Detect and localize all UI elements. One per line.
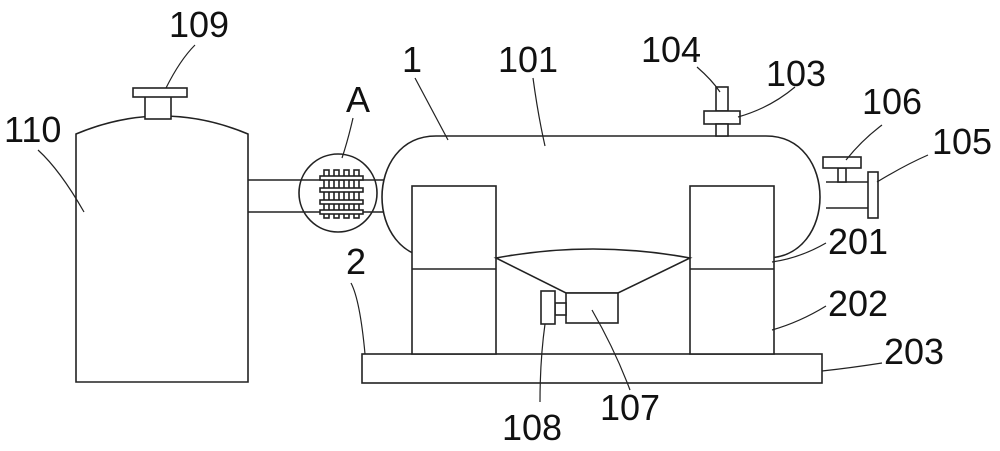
outlet-pipe-105	[826, 171, 879, 219]
label-104: 104	[641, 29, 701, 70]
top-fitting-109	[132, 87, 188, 120]
label-1: 1	[402, 39, 422, 80]
label-107: 107	[600, 387, 660, 428]
valve-108	[540, 290, 556, 325]
label-105: 105	[932, 121, 992, 162]
pump-107	[554, 292, 619, 324]
detail-circle-a	[298, 153, 378, 233]
vertical-tank-110	[75, 115, 249, 383]
label-201: 201	[828, 221, 888, 262]
label-103: 103	[766, 53, 826, 94]
outlet-valve-106	[822, 156, 862, 183]
label-2: 2	[346, 241, 366, 282]
support-right-201-202	[689, 185, 775, 355]
label-108: 108	[502, 407, 562, 448]
label-203: 203	[884, 331, 944, 372]
support-left	[411, 185, 497, 355]
label-109: 109	[169, 4, 229, 45]
top-valve-103-104	[703, 86, 741, 137]
label-101: 101	[498, 39, 558, 80]
labels: 110 109 A 1 101 104 103 106 105 201 2 20…	[4, 4, 992, 448]
connecting-pipe	[248, 179, 384, 213]
label-a: A	[346, 79, 370, 120]
base-plate-203	[361, 353, 823, 384]
label-110: 110	[4, 109, 61, 150]
hopper	[493, 248, 693, 294]
leader-lines	[37, 44, 929, 403]
label-202: 202	[828, 283, 888, 324]
label-106: 106	[862, 81, 922, 122]
